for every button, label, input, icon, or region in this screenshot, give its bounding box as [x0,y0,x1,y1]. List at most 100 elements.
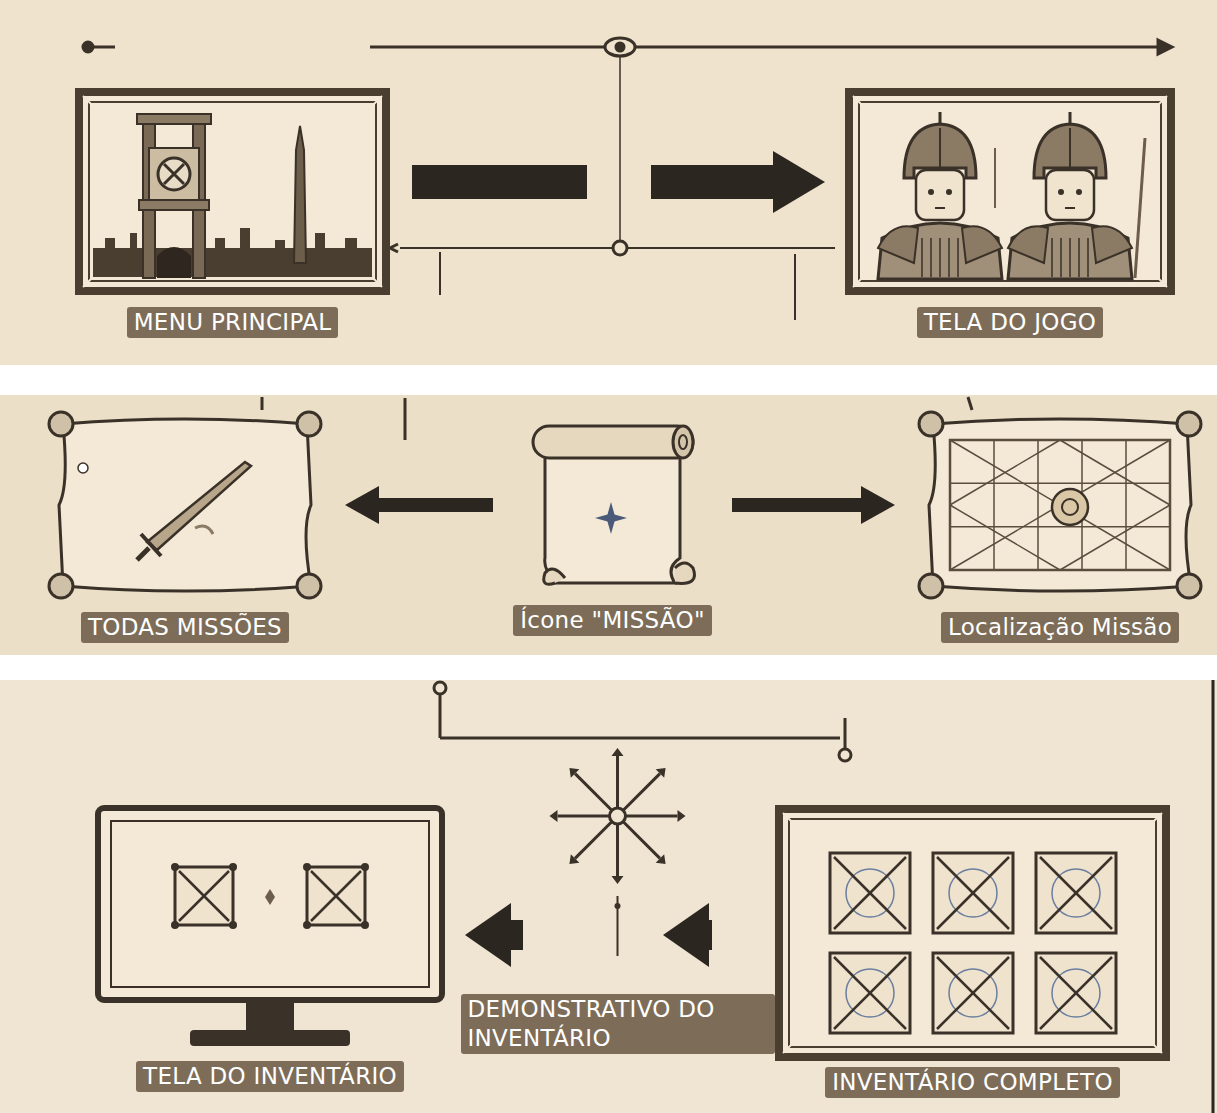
illustrated-node: Localização Missão [915,410,1205,600]
node-label: DEMONSTRATIVO DO INVENTÁRIO [461,994,775,1054]
panel-ground [0,395,1217,655]
frame-corner [1157,277,1167,287]
location-mark [1062,499,1078,515]
panel-gap [0,365,1217,395]
dot-mark [265,889,275,905]
label-holder: Ícone "MISSÃO" [513,605,712,638]
illustrated-node: TELA DO JOGO [845,88,1175,295]
item-slot [1036,853,1116,933]
flow-arrow [379,498,493,512]
flow-arrow [412,165,773,199]
scroll-icon [533,426,695,584]
node-illustration [915,410,1205,600]
frame-border [79,92,386,291]
soldier-figure [878,112,1002,279]
frame-inner [89,102,376,281]
label-holder: MENU PRINCIPAL [127,307,339,340]
illustrated-node: TELA DO INVENTÁRIO [95,805,445,1053]
label-holder: Localização Missão [941,612,1179,645]
flow-arrow [709,920,712,950]
item-slot [1036,953,1116,1033]
frame-corner [783,1043,793,1053]
marker-dot [78,463,88,473]
label-holder: TELA DO INVENTÁRIO [136,1061,404,1094]
illustrated-node: DEMONSTRATIVO DO INVENTÁRIO [545,748,690,960]
illustrated-node: Ícone "MISSÃO" [515,418,710,593]
label-holder: DEMONSTRATIVO DO INVENTÁRIO [461,994,775,1056]
monitor-icon [98,808,442,1046]
node-illustration [775,805,1170,1061]
flow-arrow [511,920,523,950]
frame-corner [83,277,93,287]
panel-ground [0,0,1217,365]
frame-border [849,92,1171,291]
scroll-paper [59,419,311,591]
item-slot [830,953,910,1033]
location-mark [1052,489,1088,525]
spear [1135,138,1145,278]
spire [294,126,306,263]
label-holder: TELA DO JOGO [917,307,1104,340]
frame-corner [783,813,793,823]
item-slot [933,853,1013,933]
item-slot [830,853,910,933]
scroll-knob [297,412,321,436]
item-slot [303,863,369,929]
frame-corner [372,96,382,106]
node-label: TELA DO INVENTÁRIO [136,1061,404,1092]
panel-ground [0,680,1217,1113]
frame-corner [1152,813,1162,823]
scroll-knob [1177,574,1201,598]
scroll-knob [49,412,73,436]
illustrated-node: MENU PRINCIPAL [75,88,390,295]
sword-icon [137,462,251,560]
panel-gap [0,655,1217,680]
frame-corner [853,277,863,287]
node-illustration [45,410,325,600]
frame-corner [372,277,382,287]
frame-corner [83,96,93,106]
panel-edge [1212,680,1215,1113]
node-label: Ícone "MISSÃO" [513,605,712,636]
node-label: TODAS MISSÕES [81,612,289,643]
label-holder: INVENTÁRIO COMPLETO [825,1067,1120,1100]
frame-corner [853,96,863,106]
scroll-knob [919,574,943,598]
frame-inner [859,102,1161,281]
item-slot [933,953,1013,1033]
timeline-decoration [83,38,1172,320]
frame-corner [1157,96,1167,106]
spear [994,148,996,208]
node-illustration [515,418,710,593]
frame-corner [1152,1043,1162,1053]
illustrated-node: TODAS MISSÕES [45,410,325,600]
node-illustration [545,748,690,960]
tick-decoration [262,397,972,440]
node-illustration [75,88,390,295]
illustrated-node: INVENTÁRIO COMPLETO [775,805,1170,1061]
item-slot [171,863,237,929]
label-holder: TODAS MISSÕES [81,612,289,645]
map-grid [950,440,1170,570]
bracket-decoration [434,682,851,761]
soldier-figure [1008,112,1132,279]
scroll-knob [49,574,73,598]
node-label: TELA DO JOGO [917,307,1104,338]
compass-star [550,748,686,956]
node-label: MENU PRINCIPAL [127,307,339,338]
gate-tower [137,114,211,278]
node-label: INVENTÁRIO COMPLETO [825,1067,1120,1098]
scroll-knob [297,574,321,598]
node-illustration [95,805,445,1053]
frame-inner [789,819,1156,1047]
node-label: Localização Missão [941,612,1179,643]
city-skyline [93,228,372,277]
node-illustration [845,88,1175,295]
star-mark [595,502,627,534]
scroll-knob [919,412,943,436]
flow-arrow [732,498,861,512]
frame-border [779,809,1166,1057]
